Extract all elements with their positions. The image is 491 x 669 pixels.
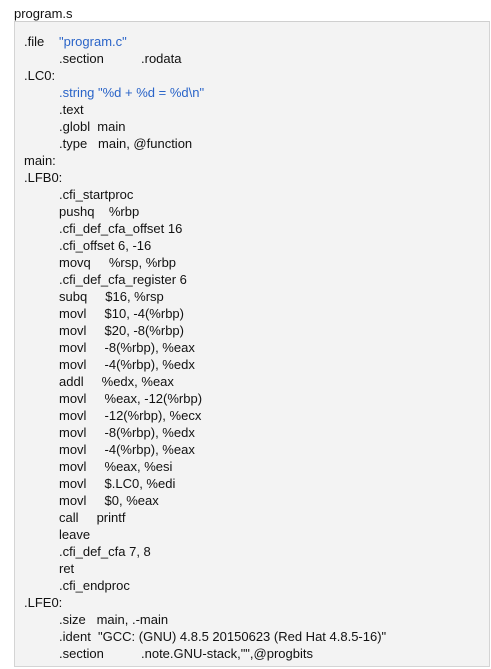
code-instruction: movl %eax, %esi — [59, 459, 173, 474]
string-literal: .string "%d + %d = %d\n" — [59, 85, 205, 100]
code-instruction: .cfi_def_cfa_register 6 — [59, 272, 187, 287]
code-instruction: movl $0, %eax — [59, 493, 159, 508]
code-label: .file — [24, 34, 45, 49]
code-panel[interactable]: .file "program.c" .section .rodata .LC0:.str… — [14, 21, 490, 667]
code-instruction: movl -4(%rbp), %edx — [59, 357, 195, 372]
code-instruction: addl %edx, %eax — [59, 374, 174, 389]
code-instruction: movl -4(%rbp), %eax — [59, 442, 195, 457]
code-instruction: .ident "GCC: (GNU) 4.8.5 20150623 (Red H… — [59, 629, 387, 644]
file-title: program.s — [14, 6, 73, 21]
code-instruction: movl %eax, -12(%rbp) — [59, 391, 203, 406]
code-instruction: movl $20, -8(%rbp) — [59, 323, 184, 338]
code-instruction: subq $16, %rsp — [59, 289, 164, 304]
code-instruction: .cfi_def_cfa_offset 16 — [59, 221, 183, 236]
code-argument: .note.GNU-stack,"",@progbits — [141, 646, 313, 661]
code-instruction: .cfi_offset 6, -16 — [59, 238, 152, 253]
code-instruction: movl $10, -4(%rbp) — [59, 306, 184, 321]
code-instruction: .cfi_startproc — [59, 187, 134, 202]
code-label: .LFB0: — [24, 170, 63, 185]
code-instruction: leave — [59, 527, 91, 542]
code-instruction: movq %rsp, %rbp — [59, 255, 177, 270]
code-instruction: .section — [59, 51, 104, 66]
code-instruction: .globl main — [59, 119, 126, 134]
code-instruction: call printf — [59, 510, 126, 525]
code-argument: .rodata — [141, 51, 182, 66]
code-instruction: .cfi_endproc — [59, 578, 130, 593]
code-instruction: pushq %rbp — [59, 204, 140, 219]
code-instruction: movl -8(%rbp), %eax — [59, 340, 195, 355]
code-instruction: .cfi_def_cfa 7, 8 — [59, 544, 151, 559]
code-instruction: movl -12(%rbp), %ecx — [59, 408, 202, 423]
code-instruction: .size main, .-main — [59, 612, 169, 627]
code-label: .LFE0: — [24, 595, 63, 610]
code-instruction: .type main, @function — [59, 136, 193, 151]
code-instruction: ret — [59, 561, 75, 576]
code-instruction: .text — [59, 102, 84, 117]
code-instruction: .section — [59, 646, 104, 661]
string-literal: "program.c" — [59, 34, 127, 49]
code-label: main: — [24, 153, 56, 168]
code-label: .LC0: — [24, 68, 56, 83]
code-instruction: movl -8(%rbp), %edx — [59, 425, 195, 440]
code-instruction: movl $.LC0, %edi — [59, 476, 176, 491]
